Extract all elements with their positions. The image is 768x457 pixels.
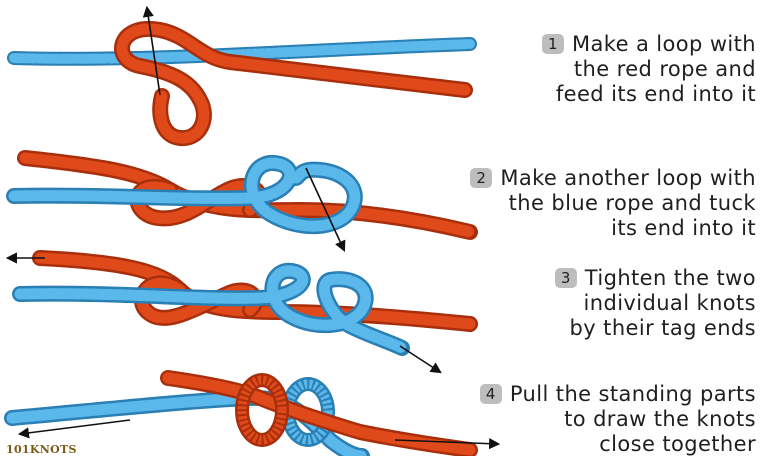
step-1-caption: 1 Make a loop with the red rope and feed … xyxy=(542,32,756,107)
step-2-line-1: Make another loop with xyxy=(500,166,756,190)
right-tighten-arrow xyxy=(400,346,440,372)
step-4-line-1: Pull the standing parts xyxy=(510,382,756,406)
step-4-illustration xyxy=(12,378,498,456)
step-1-line-2: the red rope and xyxy=(542,57,756,82)
step-4-caption: 4 Pull the standing parts to draw the kno… xyxy=(480,382,756,457)
step-2-number-badge: 2 xyxy=(470,168,492,188)
step-1-line-3: feed its end into it xyxy=(542,82,756,107)
step-2-caption: 2 Make another loop with the blue rope an… xyxy=(470,166,756,241)
101knots-logo: 101KNOTS xyxy=(6,443,77,456)
step-3-number-badge: 3 xyxy=(555,268,577,288)
step-2-illustration xyxy=(14,158,470,250)
step-1-illustration xyxy=(14,8,470,138)
step-2-line-3: its end into it xyxy=(470,216,756,241)
step-4-number-badge: 4 xyxy=(480,384,502,404)
step-3-line-2: individual knots xyxy=(555,291,756,316)
step-3-line-1: Tighten the two xyxy=(585,266,756,290)
step-4-line-3: close together xyxy=(480,432,756,457)
step-1-number-badge: 1 xyxy=(542,34,564,54)
step-1-line-1: Make a loop with xyxy=(572,32,756,56)
step-4-line-2: to draw the knots xyxy=(480,407,756,432)
step-3-line-3: by their tag ends xyxy=(555,316,756,341)
step-3-illustration xyxy=(8,258,470,372)
step-3-caption: 3 Tighten the two individual knots by the… xyxy=(555,266,756,341)
step-2-line-2: the blue rope and tuck xyxy=(470,191,756,216)
